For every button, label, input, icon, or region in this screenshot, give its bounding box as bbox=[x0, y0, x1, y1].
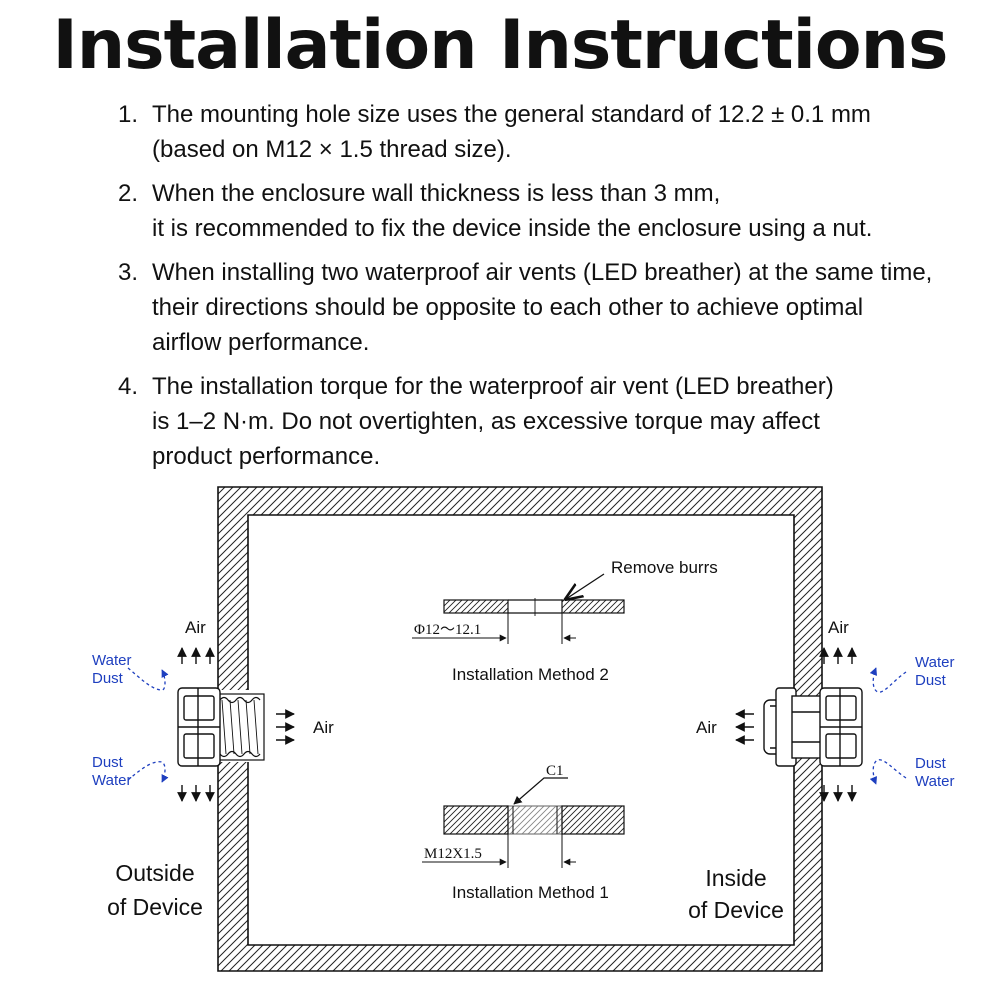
method1-caption: Installation Method 1 bbox=[452, 883, 609, 902]
instruction-step: 2. When the enclosure wall thickness is l… bbox=[118, 176, 958, 246]
left-water-dust-flow bbox=[127, 667, 169, 783]
left-air-arrows-top bbox=[177, 647, 215, 664]
instruction-step: 1. The mounting hole size uses the genera… bbox=[118, 97, 958, 167]
step-text-line: When the enclosure wall thickness is les… bbox=[152, 180, 721, 207]
inside-caption-line1: Inside bbox=[705, 865, 766, 891]
step-text-line: When installing two waterproof air vents… bbox=[152, 259, 933, 286]
step-text-line: The mounting hole size uses the general … bbox=[152, 101, 871, 128]
instruction-list: 1. The mounting hole size uses the genera… bbox=[118, 97, 958, 474]
left-dust-bottom-label: Dust bbox=[92, 754, 124, 771]
enclosure-wall bbox=[217, 486, 823, 972]
right-inner-air-arrows bbox=[735, 709, 754, 745]
left-water-label: Water bbox=[92, 652, 131, 669]
step-number: 3. bbox=[118, 259, 139, 286]
right-inner-air-label: Air bbox=[696, 718, 717, 737]
method1-dimension-label: M12X1.5 bbox=[424, 846, 482, 862]
method2-detail bbox=[412, 573, 625, 644]
right-air-arrows-top bbox=[819, 647, 857, 664]
right-dust-label: Dust bbox=[915, 672, 947, 689]
instruction-step: 3. When installing two waterproof air ven… bbox=[118, 255, 958, 360]
right-air-arrows-bottom bbox=[819, 785, 857, 802]
page-title: Installation Instructions bbox=[52, 6, 948, 85]
left-air-arrows-bottom bbox=[177, 785, 215, 802]
left-air-top-label: Air bbox=[185, 618, 206, 637]
outside-caption-line2: of Device bbox=[107, 894, 203, 920]
left-air-vent bbox=[177, 687, 265, 767]
step-text-line: product performance. bbox=[152, 443, 381, 470]
step-text-line: it is recommended to fix the device insi… bbox=[152, 215, 873, 242]
method2-dimension-label: Φ12～12.1 bbox=[414, 622, 481, 638]
step-number: 1. bbox=[118, 101, 139, 128]
outside-caption-line1: Outside bbox=[115, 860, 194, 886]
left-inner-air-arrows bbox=[276, 709, 295, 745]
method1-detail bbox=[422, 777, 625, 868]
step-text-line: airflow performance. bbox=[152, 329, 370, 356]
right-air-top-label: Air bbox=[828, 618, 849, 637]
step-text-line: their directions should be opposite to e… bbox=[152, 294, 864, 321]
step-number: 2. bbox=[118, 180, 139, 207]
left-water-bottom-label: Water bbox=[92, 772, 131, 789]
right-water-bottom-label: Water bbox=[915, 773, 954, 790]
right-water-label: Water bbox=[915, 654, 954, 671]
instruction-step: 4. The installation torque for the waterp… bbox=[118, 369, 958, 474]
step-text-line: is 1–2 N·m. Do not overtighten, as exces… bbox=[152, 408, 820, 435]
step-text-line: (based on M12 × 1.5 thread size). bbox=[152, 136, 512, 163]
right-air-vent bbox=[763, 687, 863, 767]
step-number: 4. bbox=[118, 373, 139, 400]
right-dust-bottom-label: Dust bbox=[915, 755, 947, 772]
method1-note-label: C1 bbox=[546, 763, 564, 779]
method2-caption: Installation Method 2 bbox=[452, 665, 609, 684]
step-text-line: The installation torque for the waterpro… bbox=[152, 373, 834, 400]
right-water-dust-flow bbox=[869, 667, 907, 785]
method2-note-label: Remove burrs bbox=[611, 558, 718, 577]
inside-caption-line2: of Device bbox=[688, 897, 784, 923]
left-inner-air-label: Air bbox=[313, 718, 334, 737]
left-dust-label: Dust bbox=[92, 670, 124, 687]
